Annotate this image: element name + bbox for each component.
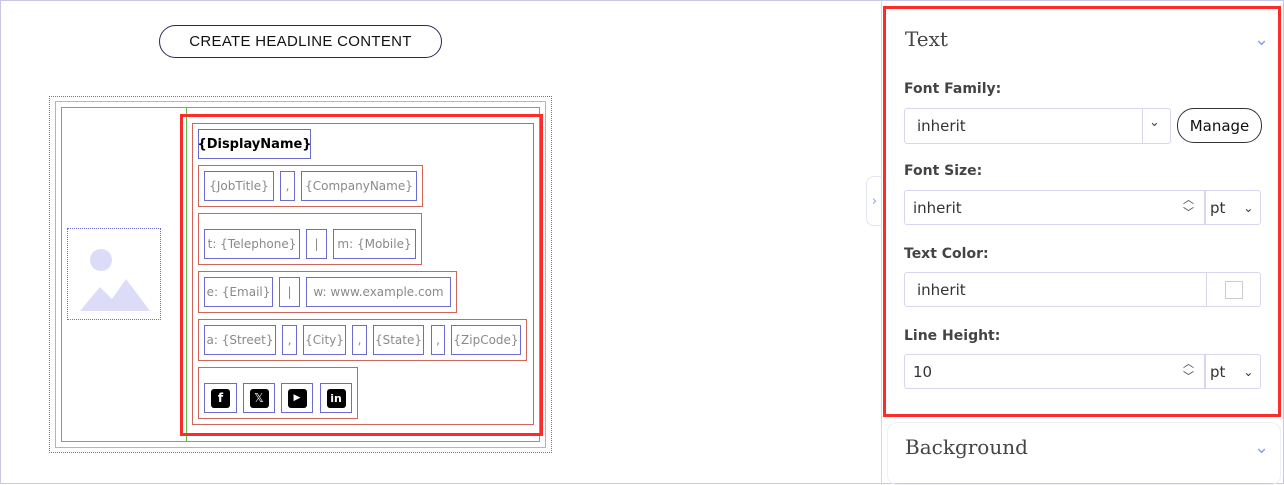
chevron-down-icon[interactable]: ⌄ (1254, 29, 1270, 50)
street-field[interactable]: a: {Street} (204, 325, 276, 355)
separator: | (279, 277, 300, 307)
font-size-input[interactable]: inherit (904, 190, 1205, 225)
text-color-label: Text Color: (904, 246, 989, 262)
text-color-value: inherit (917, 280, 966, 299)
row-job (198, 165, 423, 207)
telephone-field[interactable]: t: {Telephone} (204, 229, 300, 259)
font-size-unit-select[interactable]: pt ⌄ (1205, 190, 1261, 225)
x-link[interactable]: 𝕏 (243, 383, 275, 413)
text-block[interactable] (192, 123, 534, 425)
row-email (198, 271, 457, 313)
spinner-icon[interactable]: ︿﹀ (1183, 193, 1194, 219)
facebook-icon: f (211, 388, 230, 408)
line-height-unit-select[interactable]: pt ⌄ (1205, 354, 1261, 389)
website-field[interactable]: w: www.example.com (306, 277, 451, 307)
facebook-link[interactable]: f (204, 383, 237, 413)
state-field[interactable]: {State} (373, 325, 424, 355)
panel-divider (881, 1, 882, 485)
row-social (198, 367, 358, 419)
chevron-down-icon[interactable]: ⌄ (1254, 437, 1270, 458)
row-phone (198, 213, 422, 265)
line-height-label: Line Height: (904, 328, 1001, 344)
separator: , (352, 325, 367, 355)
chevron-down-icon: ⌄ (1243, 200, 1254, 215)
line-height-value: 10 (913, 362, 933, 381)
chevron-down-icon[interactable]: ⌄ (1149, 115, 1160, 130)
youtube-icon: ▶ (287, 388, 307, 408)
youtube-link[interactable]: ▶ (281, 383, 313, 413)
create-headline-content-button[interactable]: CREATE HEADLINE CONTENT (159, 25, 442, 58)
x-icon: 𝕏 (249, 388, 269, 408)
text-section (883, 6, 1281, 417)
city-field[interactable]: {City} (303, 325, 346, 355)
signature-row (55, 101, 546, 448)
row-address (198, 319, 527, 361)
color-divider (1206, 273, 1207, 306)
separator: , (431, 325, 445, 355)
font-size-value: inherit (913, 198, 962, 217)
text-section-title[interactable]: Text (905, 27, 948, 51)
image-placeholder[interactable] (67, 228, 161, 320)
line-height-unit: pt (1210, 362, 1226, 381)
color-swatch[interactable] (1225, 281, 1243, 299)
job-title-field[interactable]: {JobTitle} (204, 171, 274, 201)
select-divider (1142, 109, 1143, 143)
chevron-down-icon: ⌄ (1243, 364, 1254, 379)
chevron-right-icon: › (871, 193, 878, 209)
separator: | (306, 229, 327, 259)
text-color-input[interactable]: inherit (904, 272, 1261, 307)
font-family-label: Font Family: (904, 81, 1002, 97)
zipcode-field[interactable]: {ZipCode} (451, 325, 521, 355)
selected-highlight (180, 114, 543, 436)
email-field[interactable]: e: {Email} (204, 277, 273, 307)
spinner-icon[interactable]: ︿﹀ (1183, 357, 1194, 383)
linkedin-link[interactable]: in (320, 383, 352, 413)
signature-table (49, 96, 552, 453)
signature-cell (61, 107, 540, 442)
separator: , (282, 325, 297, 355)
font-size-unit: pt (1210, 198, 1226, 217)
font-size-label: Font Size: (904, 163, 983, 179)
line-height-input[interactable]: 10 (904, 354, 1205, 389)
column-divider (186, 107, 187, 442)
manage-fonts-button[interactable]: Manage (1177, 108, 1262, 143)
image-icon (80, 249, 150, 311)
linkedin-icon: in (326, 388, 346, 408)
mobile-field[interactable]: m: {Mobile} (333, 229, 416, 259)
separator: , (280, 171, 295, 201)
font-family-select[interactable]: inherit (904, 108, 1171, 144)
company-name-field[interactable]: {CompanyName} (301, 171, 417, 201)
collapse-panel-button[interactable]: › (866, 176, 882, 226)
font-family-value: inherit (917, 117, 966, 135)
background-section-title[interactable]: Background (905, 435, 1028, 459)
display-name-field[interactable]: {DisplayName} (197, 129, 312, 159)
